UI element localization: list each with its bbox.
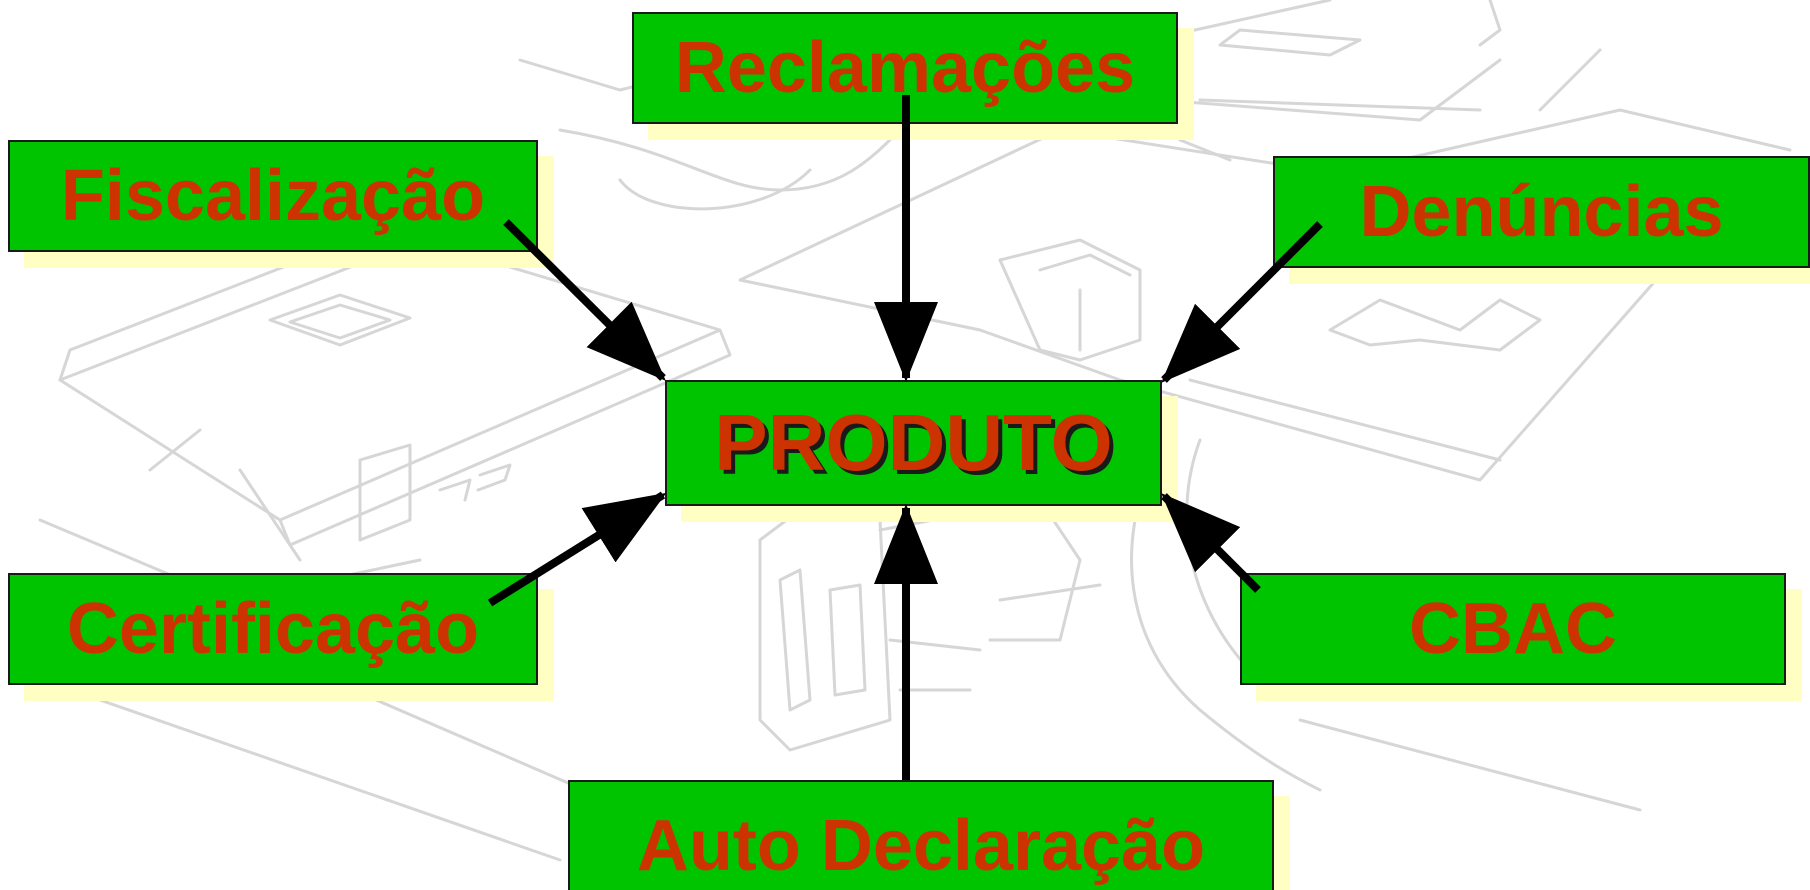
certificacao-label: Certificação [66, 589, 480, 669]
denuncias-box: Denúncias [1273, 156, 1810, 268]
reclamacoes-box: Reclamações [632, 12, 1178, 124]
fiscalizacao-label: Fiscalização [60, 156, 486, 236]
denuncias-label: Denúncias [1359, 172, 1724, 252]
fiscalizacao-box: Fiscalização [8, 140, 538, 252]
cbac-label: CBAC [1409, 589, 1617, 669]
cbac-box: CBAC [1240, 573, 1786, 685]
auto-declaracao-box: Auto Declaração [568, 780, 1274, 890]
produto-label: PRODUTO [714, 398, 1113, 487]
certificacao-box: Certificação [8, 573, 538, 685]
reclamacoes-label: Reclamações [674, 28, 1136, 108]
auto-declaracao-label: Auto Declaração [636, 806, 1206, 886]
produto-box: PRODUTO [665, 380, 1162, 506]
